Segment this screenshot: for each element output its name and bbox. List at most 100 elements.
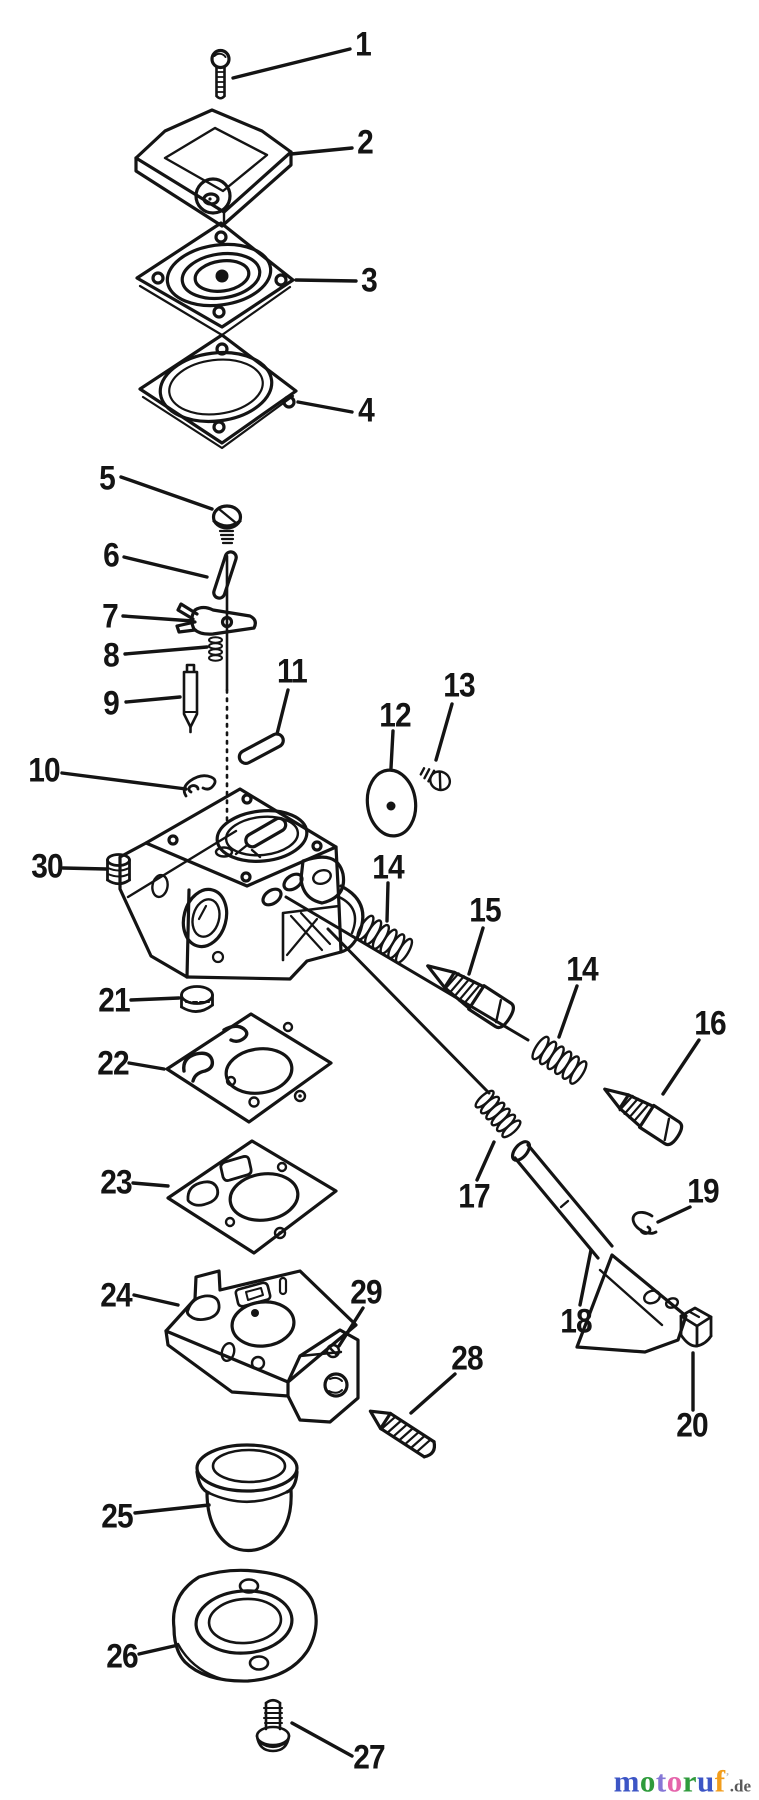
part-3-diaphragm [135, 221, 295, 337]
leader-line-13 [434, 702, 454, 762]
leader-line-23 [131, 1181, 170, 1188]
callout-label-7: 7 [102, 597, 119, 636]
callout-label-13: 13 [443, 666, 475, 705]
leader-line-14 [557, 984, 579, 1039]
callout-label-26: 26 [106, 1637, 138, 1676]
callout-label-1: 1 [355, 25, 372, 64]
part-11-swivel [237, 732, 285, 765]
part-1-cover-screw [210, 48, 231, 100]
callout-label-6: 6 [103, 536, 120, 575]
part-10-circlip [182, 774, 217, 798]
callout-label-28: 28 [451, 1339, 483, 1378]
leader-line-28 [409, 1372, 457, 1415]
part-18-throttle-shaft [510, 1140, 688, 1354]
part-20-nut [679, 1306, 713, 1348]
callout-label-11: 11 [277, 652, 308, 691]
part-8-metering-spring [208, 636, 223, 662]
callout-label-27: 27 [353, 1738, 385, 1777]
leader-line-9 [124, 695, 182, 704]
leader-line-1 [231, 47, 352, 80]
callout-label-25: 25 [101, 1497, 133, 1536]
part-19-clip [631, 1210, 658, 1235]
callout-label-5: 5 [99, 459, 116, 498]
leader-line-12 [389, 729, 395, 770]
leader-line-5 [119, 475, 214, 511]
leader-line-27 [290, 1721, 354, 1758]
part-6-fulcrum-pin [212, 550, 238, 600]
leader-line-2 [289, 146, 354, 156]
callout-label-2: 2 [357, 123, 374, 162]
leader-line-8 [123, 645, 209, 656]
part-29-screw [325, 1343, 341, 1359]
leader-line-10 [60, 771, 188, 791]
logo-letter-f: f [714, 1763, 726, 1799]
part-24-pump-body [164, 1269, 360, 1424]
callout-label-9: 9 [103, 684, 120, 723]
callout-label-19: 19 [687, 1172, 719, 1211]
leader-line-30 [61, 866, 108, 871]
part-13-plate-screw [419, 767, 452, 792]
part-27-mounting-screw [255, 1698, 291, 1753]
part-9-inlet-needle [182, 663, 199, 734]
callout-label-21: 21 [98, 981, 130, 1020]
leader-line-7 [121, 614, 195, 623]
leader-line-24 [132, 1293, 180, 1307]
callout-label-20: 20 [676, 1406, 708, 1445]
logo-letter-r: r [682, 1763, 697, 1799]
leader-line-17 [475, 1140, 496, 1182]
logo-letter-m: m [613, 1763, 640, 1799]
leader-line-22 [127, 1061, 166, 1071]
motoruf-logo: motoruf’.de [0, 1760, 751, 1800]
leader-line-21 [129, 996, 181, 1002]
logo-tld: .de [729, 1776, 751, 1796]
leader-line-11 [275, 688, 290, 736]
part-15-mixture-needle [426, 964, 515, 1030]
part-5-lever-screw [211, 504, 243, 545]
callout-label-23: 23 [100, 1163, 132, 1202]
part-4-gasket [138, 333, 298, 450]
callout-label-16: 16 [694, 1004, 726, 1043]
part-2-pump-cover [134, 108, 293, 228]
callout-label-29: 29 [350, 1273, 382, 1312]
callout-label-24: 24 [100, 1276, 132, 1315]
logo-letter-u: u [697, 1763, 715, 1799]
part-28-tapping-screw [368, 1409, 437, 1459]
trademark-mark: ’ [725, 1771, 730, 1783]
callout-label-30: 30 [31, 847, 63, 886]
assembly-axis-lines [284, 895, 530, 1095]
leader-line-26 [137, 1644, 176, 1656]
part-12-throttle-plate [365, 768, 418, 838]
axis-line-1 [284, 895, 530, 1042]
part-16-mixture-needle [603, 1087, 684, 1147]
leader-line-6 [122, 555, 209, 579]
part-21-welch-plug [180, 985, 214, 1013]
callout-label-18: 18 [560, 1302, 592, 1341]
leader-line-15 [467, 926, 485, 976]
logo-letter-o: o [639, 1763, 656, 1799]
callout-label-3: 3 [361, 261, 378, 300]
part-14-spring-b [531, 1035, 588, 1085]
callout-label-14-15: 14 [566, 950, 598, 989]
callout-label-15: 15 [469, 891, 501, 930]
logo-letter-o: o [666, 1763, 683, 1799]
leader-line-25 [133, 1503, 211, 1515]
logo-letter-t: t [655, 1763, 667, 1799]
leader-line-16 [661, 1038, 701, 1096]
part-22-pump-diaphragm [165, 1012, 333, 1124]
leader-line-18 [578, 1248, 593, 1307]
part-25-primer-cup [195, 1443, 299, 1553]
axis-line-2 [326, 927, 491, 1095]
part-23-pump-gasket [166, 1139, 338, 1255]
leader-line-3 [294, 278, 358, 283]
leader-line-14 [385, 881, 390, 923]
callout-label-14-13: 14 [372, 848, 404, 887]
callout-label-12: 12 [379, 696, 411, 735]
part-14-spring-a [356, 914, 414, 964]
part-26-mounting-gasket [171, 1568, 318, 1683]
callout-label-4: 4 [358, 391, 375, 430]
callout-label-17: 17 [458, 1177, 490, 1216]
motoruf-wordmark: motoruf [614, 1763, 726, 1798]
